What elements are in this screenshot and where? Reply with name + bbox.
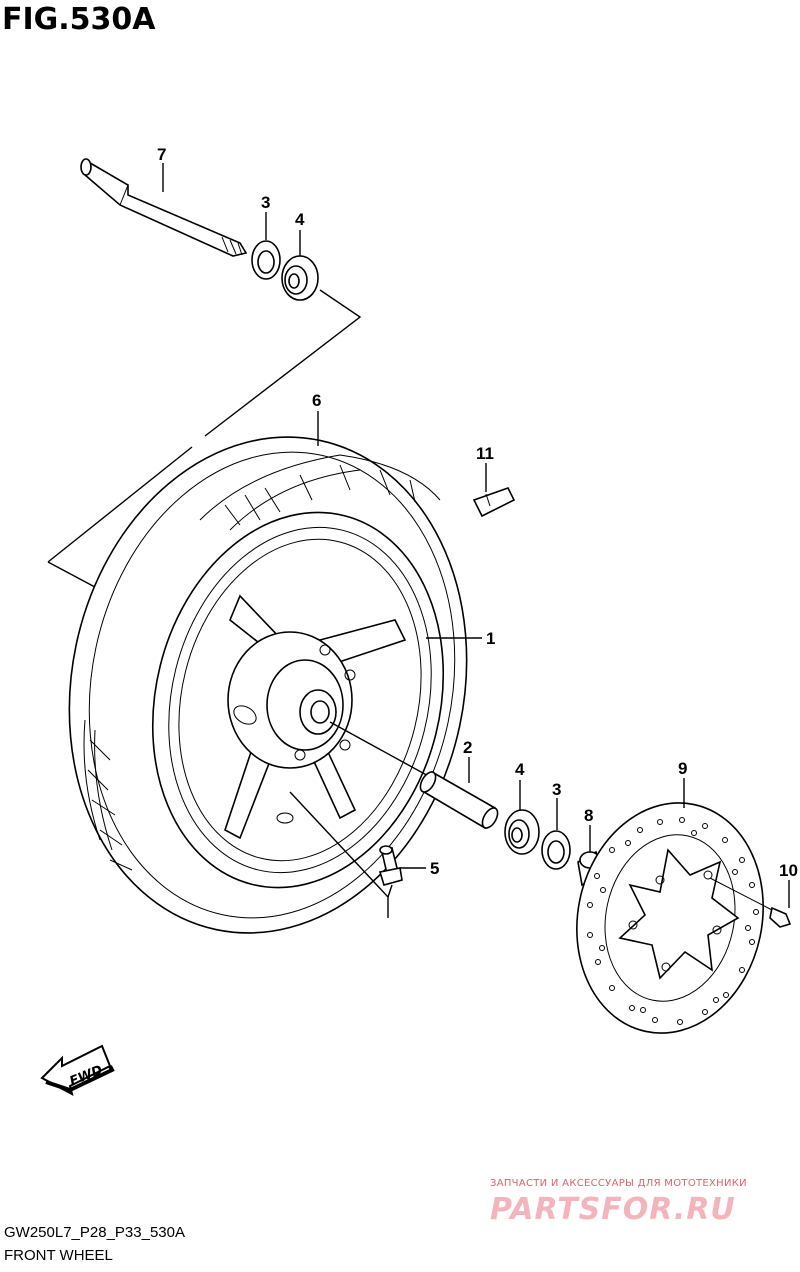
callout-1: 1 xyxy=(486,629,495,648)
callout-4: 4 xyxy=(515,760,525,779)
callout-6: 6 xyxy=(312,391,321,410)
callout-3: 3 xyxy=(552,780,561,799)
callout-8: 8 xyxy=(584,806,593,825)
brake-disc-part xyxy=(576,802,764,1034)
callout-4: 4 xyxy=(295,210,305,229)
balancer-weight-part xyxy=(472,487,516,518)
callout-11: 11 xyxy=(476,444,494,463)
oil-seal-part xyxy=(251,240,281,280)
callout-9: 9 xyxy=(678,759,687,778)
fwd-arrow-icon: FWD xyxy=(40,1044,115,1096)
callout-7: 7 xyxy=(157,145,166,164)
diagram-code: GW250L7_P28_P33_530A xyxy=(4,1224,185,1241)
watermark-logo: PARTSFOR.RU xyxy=(490,1192,736,1227)
spacer-part xyxy=(419,770,499,830)
bearing-part xyxy=(281,255,319,301)
valve-part xyxy=(378,845,403,886)
axle-part xyxy=(80,158,248,257)
diagram-name: FRONT WHEEL xyxy=(4,1247,113,1264)
figure-title: FIG.530A xyxy=(2,2,156,37)
callout-2: 2 xyxy=(463,738,472,757)
watermark-tagline: ЗАПЧАСТИ И АКСЕССУАРЫ ДЛЯ МОТОТЕХНИКИ xyxy=(490,1178,747,1189)
oil-seal-part xyxy=(541,830,571,870)
disc-bolt-part xyxy=(709,877,792,928)
callout-10: 10 xyxy=(779,861,798,880)
bearing-part xyxy=(504,809,540,855)
wheel-part xyxy=(151,511,445,889)
callout-3: 3 xyxy=(261,193,270,212)
callout-5: 5 xyxy=(430,859,439,878)
